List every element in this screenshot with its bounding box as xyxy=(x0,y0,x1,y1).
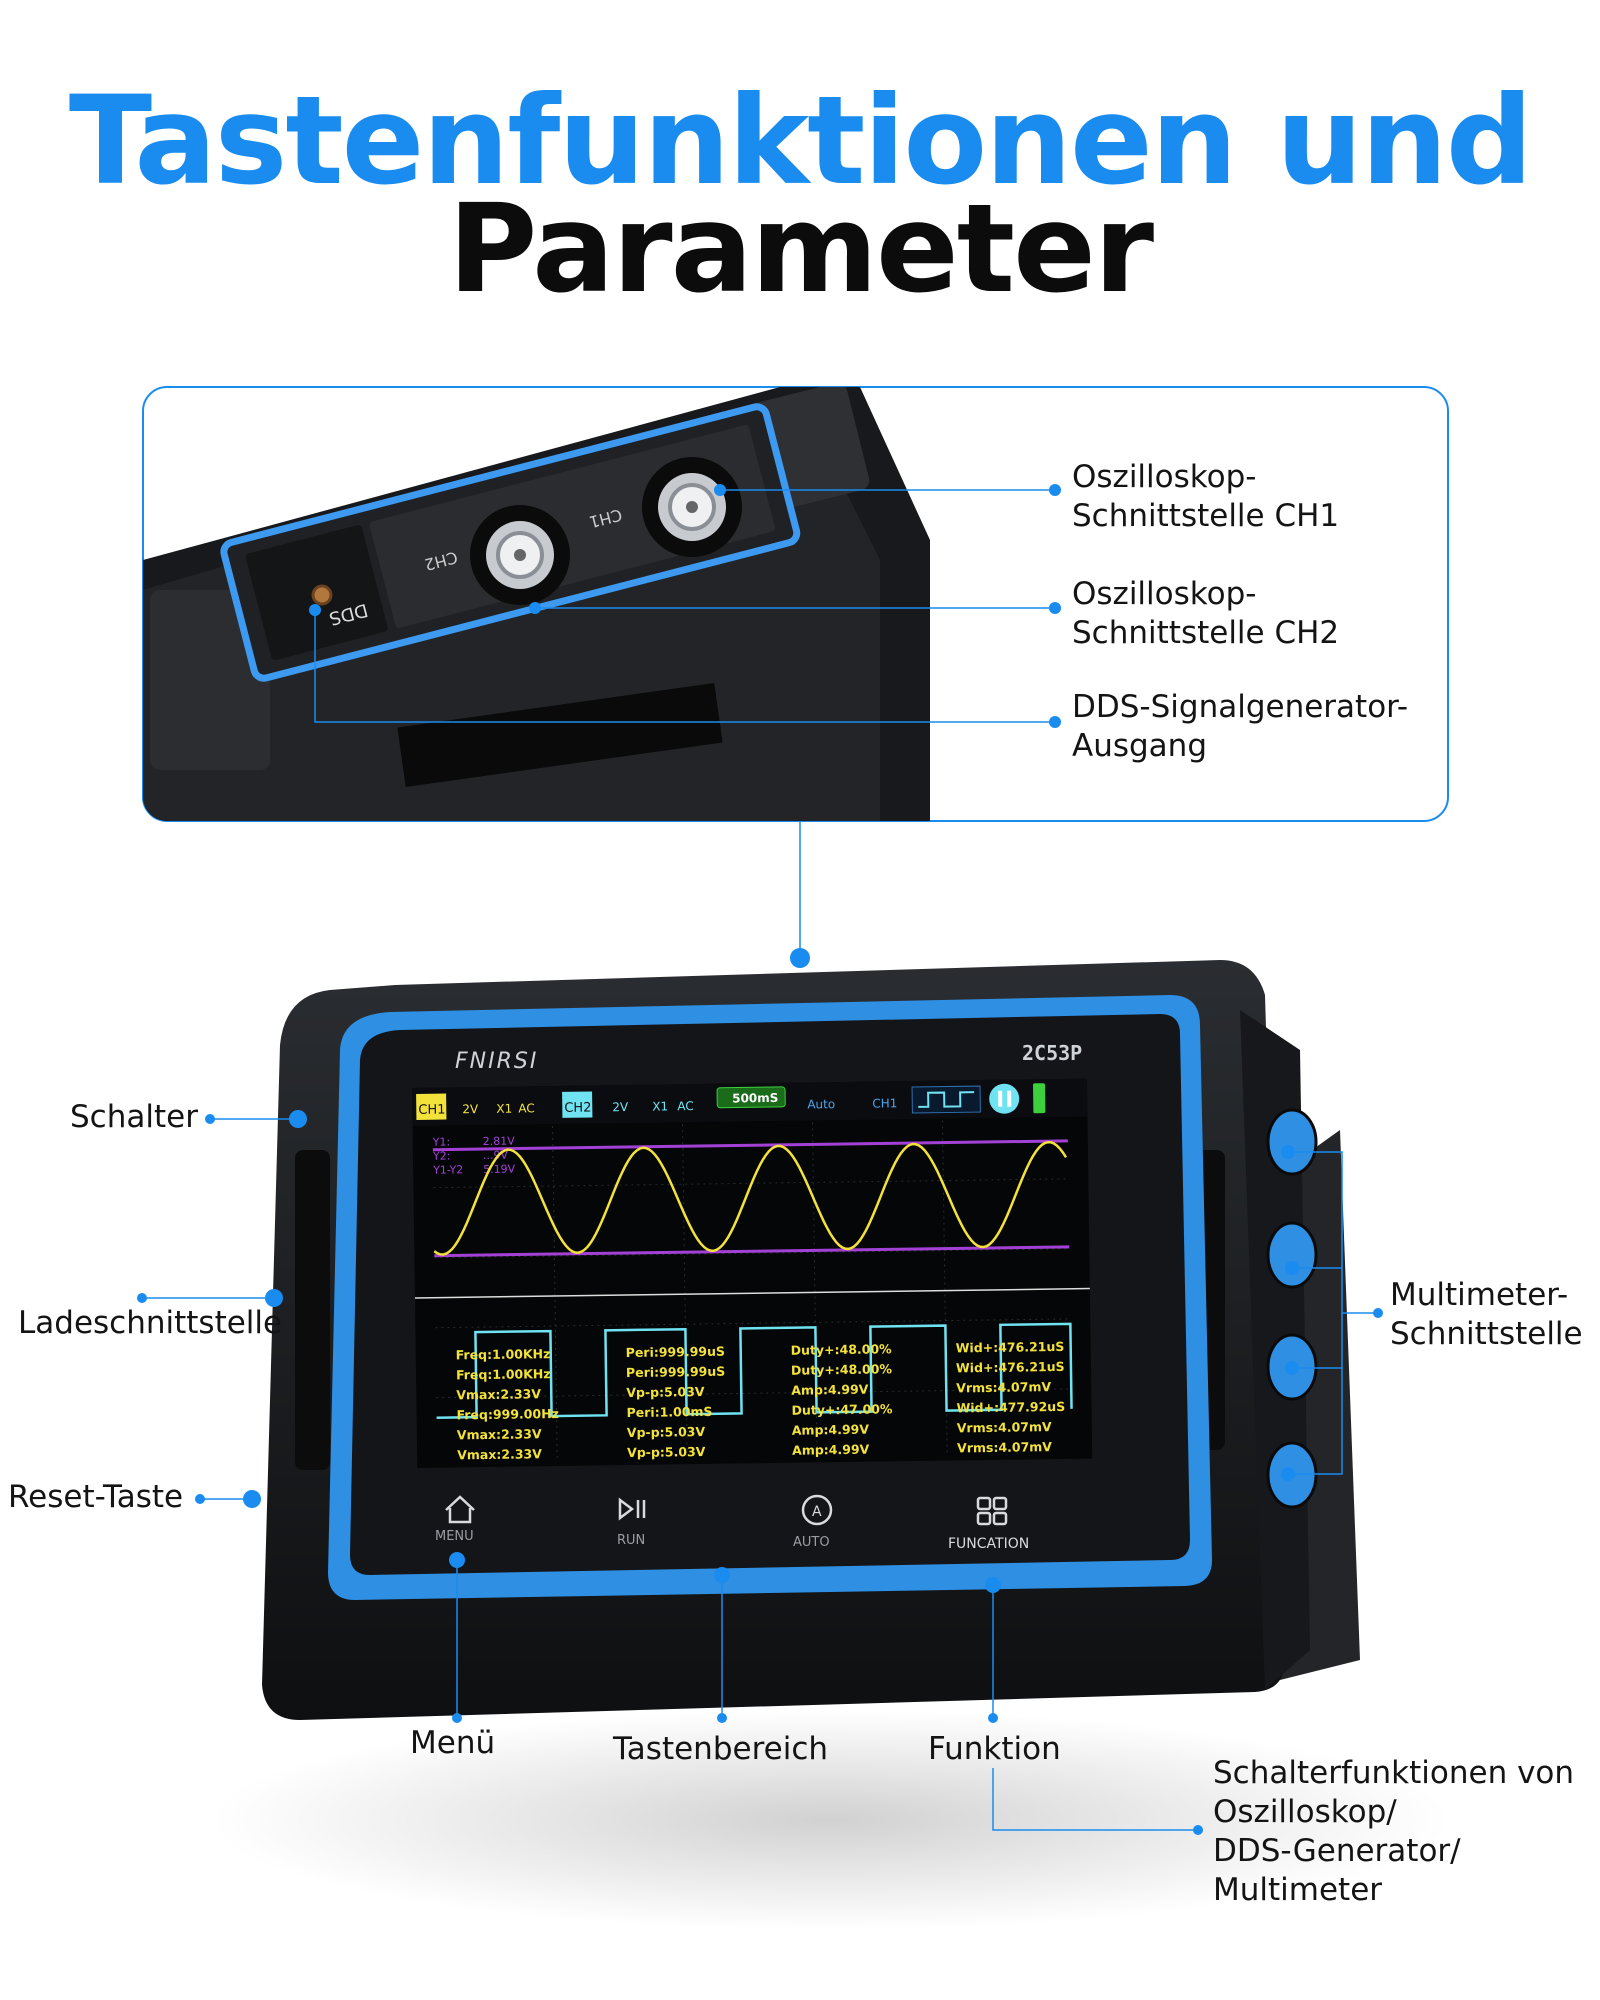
pause-icon[interactable] xyxy=(989,1083,1020,1114)
measurement-col2-4: Vp-p:5.03V xyxy=(627,1424,706,1440)
cursor-y2-label: Y2: xyxy=(432,1149,451,1162)
measurement-col3-4: Amp:4.99V xyxy=(792,1422,870,1438)
callout-ch2: Oszilloskop- Schnittstelle CH2 xyxy=(1072,576,1340,651)
play-pause-icon xyxy=(618,1497,646,1521)
title-line-2: Parameter xyxy=(447,178,1154,320)
measurement-col1-2: Vmax:2.33V xyxy=(456,1386,541,1402)
label-ladeschnittstelle: Ladeschnittstelle xyxy=(18,1305,283,1341)
status-ch1-volt: 2V xyxy=(462,1102,479,1116)
multimeter-jacks xyxy=(1266,1108,1318,1509)
measurement-col3-1: Duty+:48.00% xyxy=(791,1361,893,1377)
measurement-col3-5: Amp:4.99V xyxy=(792,1442,870,1458)
auto-icon xyxy=(801,1494,833,1526)
battery-icon xyxy=(1033,1083,1046,1114)
status-trigger-source: CH1 xyxy=(872,1096,897,1110)
measurement-col1-1: Freq:1.00KHz xyxy=(456,1366,551,1382)
label-schalter: Schalter xyxy=(70,1099,198,1135)
measurement-col3-3: Duty+:47.00% xyxy=(791,1401,893,1417)
ch2-square-trace xyxy=(436,1322,1073,1419)
status-ch1[interactable]: CH1 xyxy=(418,1103,445,1118)
cursor-y1-label: Y1: xyxy=(432,1135,451,1148)
measurement-col2-5: Vp-p:5.03V xyxy=(627,1444,706,1460)
label-multimeter: Multimeter- Schnittstelle xyxy=(1390,1277,1583,1352)
cursor-diff-label: Y1-Y2 xyxy=(432,1163,463,1176)
menu-button[interactable]: MENU xyxy=(435,1529,474,1544)
measurement-col1-3: Freq:999.00Hz xyxy=(456,1406,559,1422)
callout-dds: DDS-Signalgenerator- Ausgang xyxy=(1072,689,1409,764)
measurement-col4-1: Wid+:476.21uS xyxy=(956,1359,1065,1376)
auto-button[interactable]: AUTO xyxy=(793,1535,830,1550)
funcation-button[interactable]: FUNCATION xyxy=(948,1536,1029,1552)
label-funktion: Funktion xyxy=(928,1731,1061,1767)
label-reset-taste: Reset-Taste xyxy=(8,1479,184,1515)
ch1-sine-trace xyxy=(433,1140,1068,1256)
measurement-col2-0: Peri:999.99uS xyxy=(626,1344,725,1360)
measurement-col1-0: Freq:1.00KHz xyxy=(456,1346,551,1362)
svg-text:A: A xyxy=(812,1504,822,1520)
measurement-col3-0: Duty+:48.00% xyxy=(791,1341,893,1357)
label-menu: Menü xyxy=(410,1725,496,1761)
measurement-col2-3: Peri:1.00mS xyxy=(626,1404,712,1420)
measurement-col4-2: Vrms:4.07mV xyxy=(956,1379,1051,1395)
ch2-bnc-connector xyxy=(470,505,570,605)
measurement-col4-4: Vrms:4.07mV xyxy=(957,1419,1052,1435)
status-timebase[interactable]: 500mS xyxy=(732,1091,778,1106)
status-ch2[interactable]: CH2 xyxy=(564,1100,591,1115)
measurement-col2-2: Vp-p:5.03V xyxy=(626,1384,705,1400)
ch1-bnc-connector xyxy=(642,457,742,557)
lcd-screen: CH1 2V X1 AC CH2 2V X1 AC 500mS Auto CH1 xyxy=(411,1078,1093,1468)
status-ch2-volt: 2V xyxy=(612,1100,629,1114)
cursor-y1-value: 2.81V xyxy=(483,1135,516,1148)
measurement-col4-3: Wid+:477.92uS xyxy=(956,1399,1065,1416)
callout-ch1: Oszilloskop- Schnittstelle CH1 xyxy=(1072,459,1340,534)
status-ch2-coupling: AC xyxy=(677,1099,694,1113)
oscilloscope-device: FNIRSI 2C53P CH1 2V X1 AC CH2 2V X1 AC 5… xyxy=(262,960,1360,1720)
multimeter-jack-1 xyxy=(1266,1108,1318,1176)
brand-logo: FNIRSI xyxy=(455,1049,538,1074)
measurement-col3-2: Amp:4.99V xyxy=(791,1382,869,1398)
measurement-col1-5: Vmax:2.33V xyxy=(457,1446,542,1462)
measurement-col2-1: Peri:999.99uS xyxy=(626,1364,725,1380)
status-ch1-coupling: AC xyxy=(518,1101,535,1115)
measurement-col4-0: Wid+:476.21uS xyxy=(956,1339,1065,1356)
status-ch2-probe: X1 xyxy=(652,1099,668,1113)
measurement-col1-4: Vmax:2.33V xyxy=(457,1426,542,1442)
grid-icon xyxy=(976,1496,992,1511)
label-tastenbereich: Tastenbereich xyxy=(613,1731,829,1767)
cursor-y2 xyxy=(434,1245,1070,1258)
home-icon xyxy=(445,1495,475,1524)
measurement-readouts: Freq:1.00KHzFreq:1.00KHzVmax:2.33VFreq:9… xyxy=(456,1339,1066,1462)
measurement-col4-5: Vrms:4.07mV xyxy=(957,1439,1052,1455)
model-label: 2C53P xyxy=(1022,1041,1082,1065)
dds-output-connector xyxy=(311,584,333,606)
top-callout-lines xyxy=(314,489,1055,958)
status-ch1-probe: X1 xyxy=(496,1102,512,1116)
status-trigger-mode: Auto xyxy=(807,1097,835,1111)
cursor-y1 xyxy=(432,1139,1068,1152)
label-schalterfunktionen: Schalterfunktionen von Oszilloskop/ DDS-… xyxy=(1213,1755,1575,1908)
run-button[interactable]: RUN xyxy=(617,1533,645,1548)
multimeter-jack-2 xyxy=(1266,1221,1318,1289)
title-line-1: Tastenfunktionen und xyxy=(68,70,1533,212)
device-callout-lines xyxy=(142,1118,1378,1831)
